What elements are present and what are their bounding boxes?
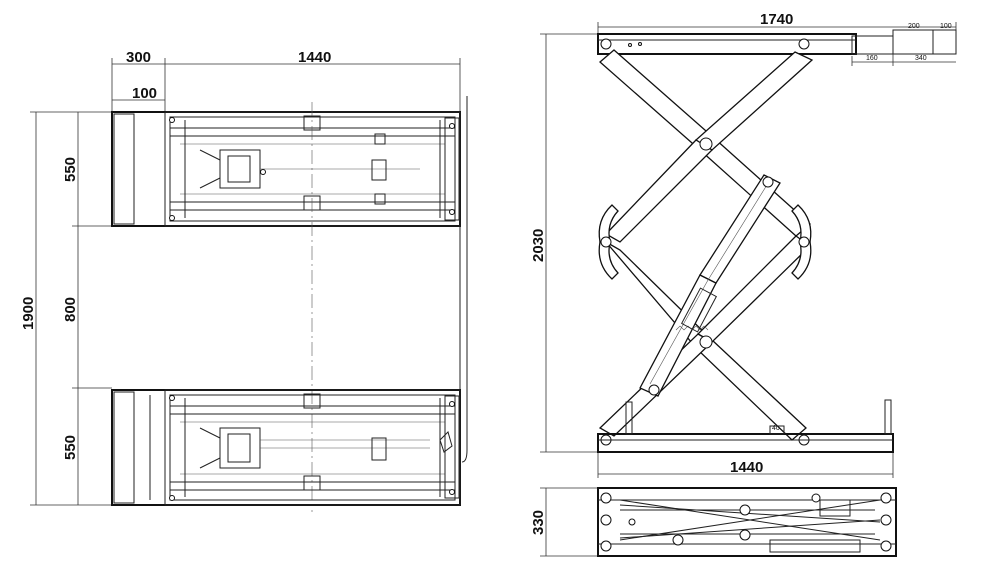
side-dimension-lines (540, 22, 957, 478)
dim-detail-100: 100 (940, 23, 952, 30)
dim-2030: 2030 (530, 229, 547, 262)
top-deck (597, 29, 957, 55)
dim-detail-160: 160 (866, 55, 878, 62)
bottom-view: 330 (530, 487, 897, 557)
dim-detail-340: 340 (915, 55, 927, 62)
hydraulic-cylinder (639, 174, 781, 397)
dim-1900: 1900 (20, 297, 37, 330)
platform-top (111, 111, 461, 227)
dim-800: 800 (62, 297, 79, 322)
plan-view: 300 1440 100 1900 550 800 550 (20, 49, 468, 512)
joint-pins (600, 38, 810, 446)
dim-330: 330 (530, 510, 547, 535)
dim-detail-200: 200 (908, 23, 920, 30)
hydraulic-hose (461, 96, 468, 463)
dim-small-40: 40 (772, 425, 780, 432)
scissor-arms (598, 49, 814, 441)
dim-550-top: 550 (62, 157, 79, 182)
plan-dimension-lines (30, 58, 461, 506)
side-view: 1740 2030 1440 200 100 160 340 40 (530, 11, 957, 478)
base-frame (597, 399, 894, 453)
dim-1440-base: 1440 (730, 459, 763, 476)
dim-100: 100 (132, 85, 157, 102)
dim-1440-top: 1440 (298, 49, 331, 66)
platform-bottom (111, 389, 461, 506)
dim-1740: 1740 (760, 11, 793, 28)
dim-550-bottom: 550 (62, 435, 79, 460)
dim-300: 300 (126, 49, 151, 66)
